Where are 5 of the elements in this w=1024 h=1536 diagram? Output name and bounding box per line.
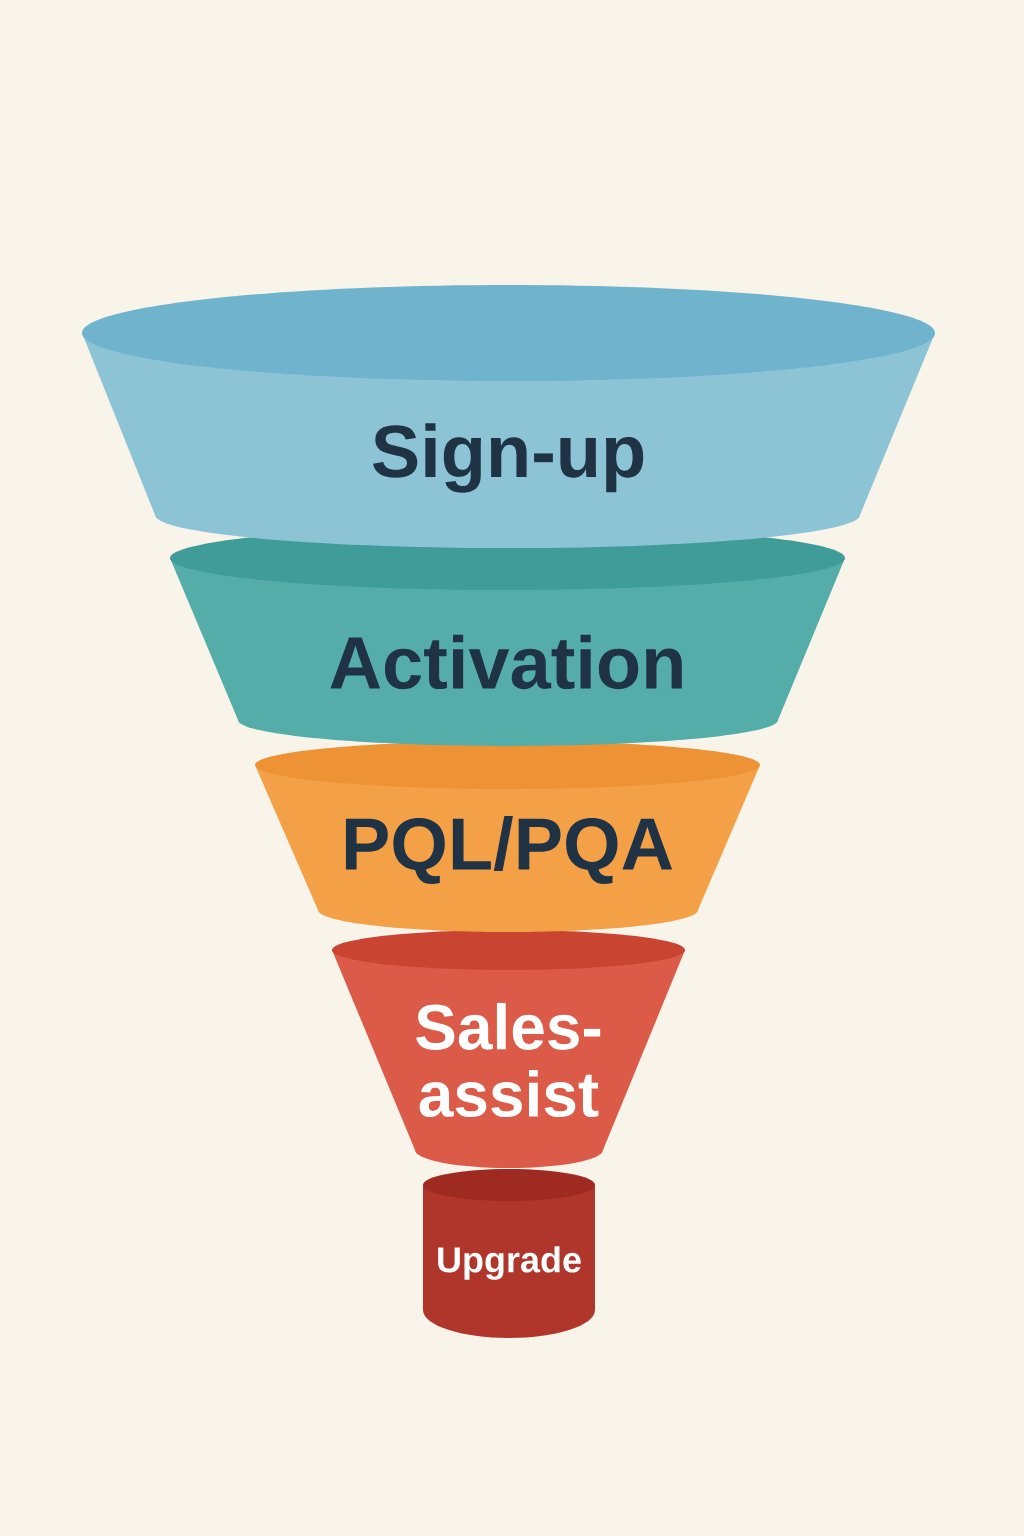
funnel-segment: PQL/PQA <box>255 741 760 932</box>
cylinder: Upgrade <box>423 1169 595 1338</box>
funnel-segment: Activation <box>170 526 845 746</box>
funnel-segment: Sign-up <box>82 285 935 548</box>
funnel-segment: Sales-assist <box>332 930 685 1168</box>
